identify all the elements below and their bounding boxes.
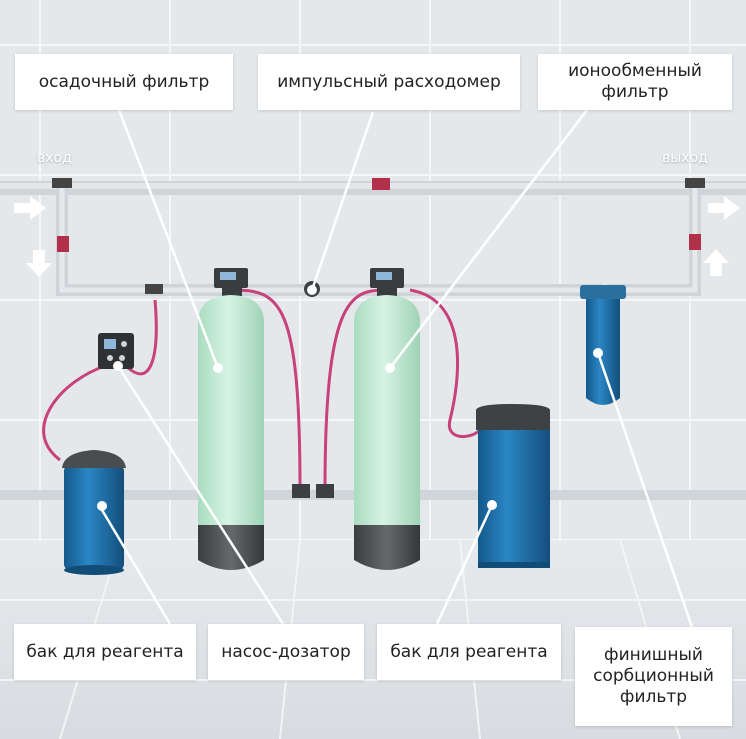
label-final-sorption-filter: финишный сорбционный фильтр: [575, 627, 732, 726]
callout-dots: [97, 285, 603, 511]
label-pulse-flowmeter: импульсный расходомер: [258, 54, 520, 110]
reagent-hoses: [42, 288, 482, 491]
sediment-filter-tank: [198, 268, 264, 570]
outlet-tag: выход: [662, 150, 708, 166]
label-sediment-filter: осадочный фильтр: [15, 54, 233, 110]
inlet-arrow-down-icon: [26, 250, 52, 277]
outlet-arrow-up-icon: [703, 249, 729, 276]
label-reagent-tank-left: бак для реагента: [14, 624, 196, 680]
callout-lines: [100, 109, 694, 628]
label-reagent-tank-right: бак для реагента: [377, 624, 561, 680]
reagent-tank-right: [476, 404, 550, 568]
outlet-arrow-right-icon: [708, 196, 740, 220]
ion-exchange-filter-tank: [354, 268, 420, 570]
inlet-arrow-right-icon: [14, 196, 46, 220]
label-ion-exchange-filter: ионообменный фильтр: [538, 54, 732, 110]
label-dosing-pump: насос-дозатор: [208, 624, 364, 680]
valves: [52, 178, 705, 294]
flow-arrows: [14, 196, 740, 277]
final-sorption-filter: [580, 285, 626, 405]
inlet-tag: вход: [37, 150, 72, 166]
reagent-tank-left: [62, 450, 126, 575]
dosing-pump: [98, 333, 134, 369]
